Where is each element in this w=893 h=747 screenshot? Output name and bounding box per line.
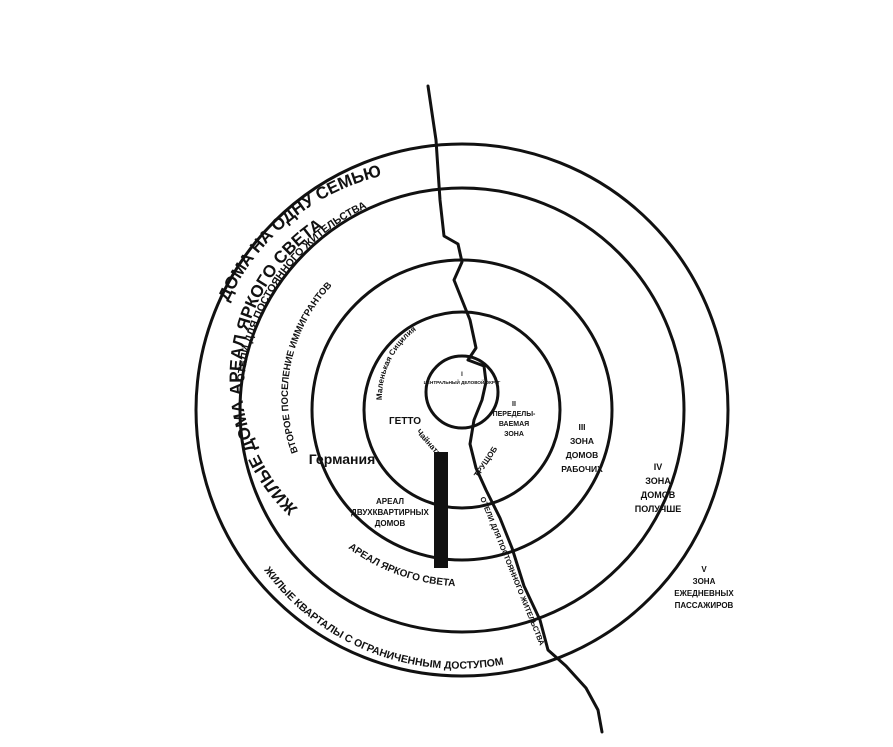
zone-3-name-2: ДОМОВ xyxy=(566,450,599,460)
zone-1-number: I xyxy=(461,372,463,378)
label-two-flat-3: ДОМОВ xyxy=(375,519,406,528)
zone-1-name: ЦЕНТРАЛЬНЫЙ ДЕЛОВОЙ ОКРУГ xyxy=(424,378,501,385)
label-two-flat-2: ДВУХКВАРТИРНЫХ xyxy=(351,508,429,517)
industrial-bar xyxy=(434,452,448,568)
zone-4-name-1: ЗОНА xyxy=(645,476,671,486)
zone-4-number: IV xyxy=(654,462,663,472)
label-two-flat-1: АРЕАЛ xyxy=(376,497,404,506)
zone-5-name-1: ЗОНА xyxy=(693,577,716,586)
zone-5-name-3: ПАССАЖИРОВ xyxy=(675,601,734,610)
label-chinatown: Чайнатаун xyxy=(415,427,450,465)
zone-2-name-1: ПЕРЕДЕЛЫ- xyxy=(493,411,536,418)
zone-2-name-3: ЗОНА xyxy=(504,431,524,438)
river-line xyxy=(426,84,604,734)
zone-4-boundary xyxy=(238,186,686,634)
zone-4-name-3: ПОЛУЧШЕ xyxy=(635,504,682,514)
label-rooming-hotels: ОТЕЛИ ДЛЯ ПОСТОЯННОГО ЖИТЕЛЬСТВА xyxy=(478,495,547,647)
zone-5-name-2: ЕЖЕДНЕВНЫХ xyxy=(674,589,734,598)
zone-1-boundary xyxy=(424,354,500,430)
label-second-immigrant: ВТОРОЕ ПОСЕЛЕНИЕ ИММИГРАНТОВ xyxy=(280,280,335,455)
zone-5-number: V xyxy=(701,565,707,574)
label-ghetto: ГЕТТО xyxy=(389,416,421,427)
label-slum: ТРУЩОБЫ xyxy=(0,0,499,479)
zone-2-boundary xyxy=(362,310,562,510)
zone-5-boundary xyxy=(194,142,730,678)
zone-2-number: II xyxy=(512,401,516,408)
zone-3-name-1: ЗОНА xyxy=(570,436,594,446)
zone-4-name-2: ДОМОВ xyxy=(641,490,676,500)
label-germany: Германия xyxy=(309,451,376,467)
zone-3-name-3: РАБОЧИХ xyxy=(561,464,603,474)
zone-3-number: III xyxy=(578,422,585,432)
zone-2-name-2: ВАЕМАЯ xyxy=(499,421,529,428)
